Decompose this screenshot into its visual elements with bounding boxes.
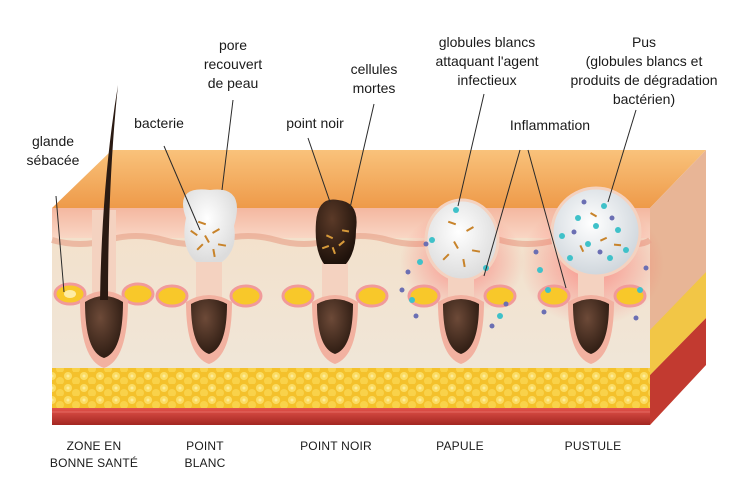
fat-layer [52,368,650,408]
caption-papule: PAPULE [436,439,484,453]
stage-papule [399,198,524,364]
caption-pustule: PUSTULE [564,439,622,453]
muscle-layer [52,408,650,425]
whitehead-plug [183,189,237,262]
blackhead-plug [315,199,357,264]
label-sebaceous-gland: glande sébacée [26,133,80,168]
label-pus: Pus (globules blancs et produits de dégr… [570,34,718,107]
caption-blackhead: POINT NOIR [300,439,372,453]
stage-healthy [53,85,155,368]
caption-whitehead: POINT BLANC [184,439,226,470]
caption-healthy: ZONE EN BONNE SANTÉ [49,439,139,470]
label-covered-pore: pore recouvert de peau [203,37,263,91]
stage-whitehead [155,189,263,364]
leader-lines [55,93,637,293]
label-bacteria: bacterie [134,115,184,131]
label-dead-cells: cellules mortes [350,61,398,96]
label-white-cells: globules blancs attaquant l'agent infect… [435,34,539,88]
stage-blackhead [281,199,389,364]
stage-pustule [520,186,664,364]
pustule-lesion [550,186,642,278]
label-inflammation: Inflammation [509,117,591,133]
label-blackhead: point noir [286,115,344,131]
hair [100,85,118,300]
